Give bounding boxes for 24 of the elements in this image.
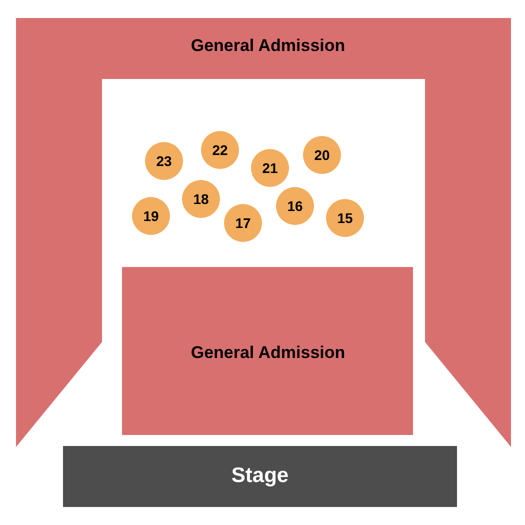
table-circle [303,136,341,174]
section-label: 15 [337,210,353,226]
section-label: 18 [193,191,209,207]
table-circle [276,187,314,225]
stage [63,446,457,507]
table-circle [251,149,289,187]
section-label: 21 [262,160,278,176]
table-circle [224,204,262,242]
section-label: 19 [143,208,159,224]
section-label: Stage [231,464,289,488]
seating-section [122,267,413,435]
section-label: 16 [287,198,303,214]
section-label: General Admission [190,36,346,56]
section-label: 20 [314,147,330,163]
table-circle [132,197,170,235]
section-label: General Admission [190,343,346,363]
seating-section [16,18,511,447]
section-label: 17 [235,215,251,231]
table-circle [182,180,220,218]
table-circle [326,199,364,237]
section-label: 22 [212,142,228,158]
table-circle [201,131,239,169]
table-circle [145,142,183,180]
section-label: 23 [156,153,172,169]
